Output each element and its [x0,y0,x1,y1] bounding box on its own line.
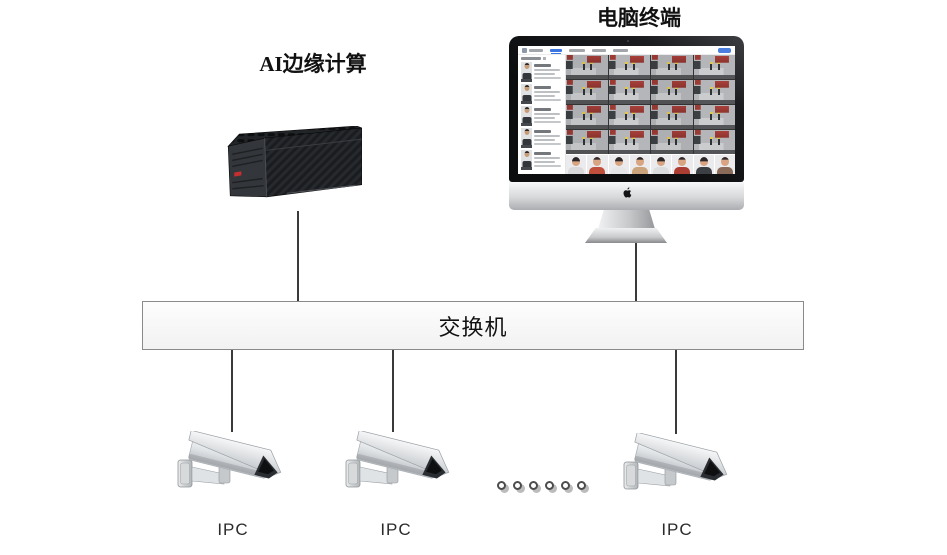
video-feed-cell [608,80,650,104]
video-feed-cell [608,130,650,154]
ipc-camera-3 [622,433,734,499]
face-record-thumbnail [521,84,532,104]
toolbar-menu-item [529,48,543,52]
face-record-entry [518,128,565,149]
video-feed-cell [693,80,735,104]
captured-face-thumbnail [672,155,693,174]
sidebar-title-bar [521,57,541,60]
face-record-thumbnail [521,106,532,126]
switch-label: 交换机 [438,314,508,340]
line-edge-to-switch [297,211,299,302]
app-body [518,55,735,174]
monitor-stand-neck [598,210,655,229]
face-record-textlines [534,128,561,149]
toolbar-menu-item [550,48,562,52]
toolbar-menu-item [613,48,628,52]
captured-face-thumbnail [587,155,608,174]
ellipsis-dot [561,481,570,490]
video-feed-cell [566,80,608,104]
app-logo-icon [522,48,527,53]
face-record-thumbnail [521,150,532,170]
apple-logo-icon [621,186,632,199]
face-capture-sidebar [518,55,566,174]
video-grid [566,55,735,154]
toolbar-menu-item [569,48,585,52]
face-record-entry [518,84,565,105]
video-feed-cell [651,55,693,79]
ipc-label-3: IPC [661,520,693,539]
video-feed-cell [566,55,608,79]
surveillance-app-screen [518,46,735,174]
toolbar-action-button [718,48,731,53]
line-switch-to-cam2 [392,350,394,432]
ellipsis-dot [529,481,538,490]
captured-face-thumbnail [714,155,735,174]
device-led-red [234,171,242,177]
ipc-label-1: IPC [217,520,249,539]
ellipsis-dot [545,481,554,490]
ellipsis-dot [497,481,506,490]
face-record-textlines [534,150,561,171]
video-feed-cell [651,105,693,129]
line-switch-to-cam3 [675,350,677,434]
monitor-stand-base [585,228,667,243]
video-wall [566,55,735,174]
captured-face-thumbnail [629,155,650,174]
captured-face-thumbnail [608,155,629,174]
ellipsis-dot [513,481,522,490]
face-record-thumbnail [521,128,532,148]
sidebar-filter-icon [543,57,546,60]
face-record-textlines [534,62,561,83]
pc-terminal-label: 电脑终端 [597,6,681,30]
face-record-textlines [534,84,561,105]
video-feed-cell [651,80,693,104]
video-feed-cell [608,55,650,79]
more-cameras-ellipsis [497,481,586,490]
ai-edge-label: AI边缘计算 [259,52,367,76]
webcam-dot-icon [626,40,629,42]
face-record-entry [518,106,565,127]
sidebar-header [521,57,563,60]
face-record-textlines [534,106,561,127]
face-record-entry [518,62,565,83]
app-toolbar [518,46,735,55]
ipc-camera-2 [344,431,456,497]
captured-face-thumbnail [693,155,714,174]
video-feed-cell [608,105,650,129]
sidebar-entry-list [518,62,565,171]
captured-face-thumbnail [651,155,672,174]
toolbar-menu-item [592,48,606,52]
line-switch-to-cam1 [231,350,233,432]
ipc-camera-1 [176,431,288,497]
captured-faces-strip [566,154,735,174]
video-feed-cell [693,55,735,79]
video-feed-cell [651,130,693,154]
face-record-thumbnail [521,62,532,82]
video-feed-cell [566,130,608,154]
ellipsis-dot [577,481,586,490]
video-feed-cell [566,105,608,129]
ai-edge-device [227,126,362,198]
switch-node: 交换机 [142,301,804,350]
video-feed-cell [693,105,735,129]
ipc-label-2: IPC [380,520,412,539]
pc-monitor [509,36,744,182]
line-pc-to-switch [635,243,637,302]
face-record-entry [518,150,565,171]
monitor-chin [509,182,744,210]
captured-face-thumbnail [566,155,587,174]
video-feed-cell [693,130,735,154]
